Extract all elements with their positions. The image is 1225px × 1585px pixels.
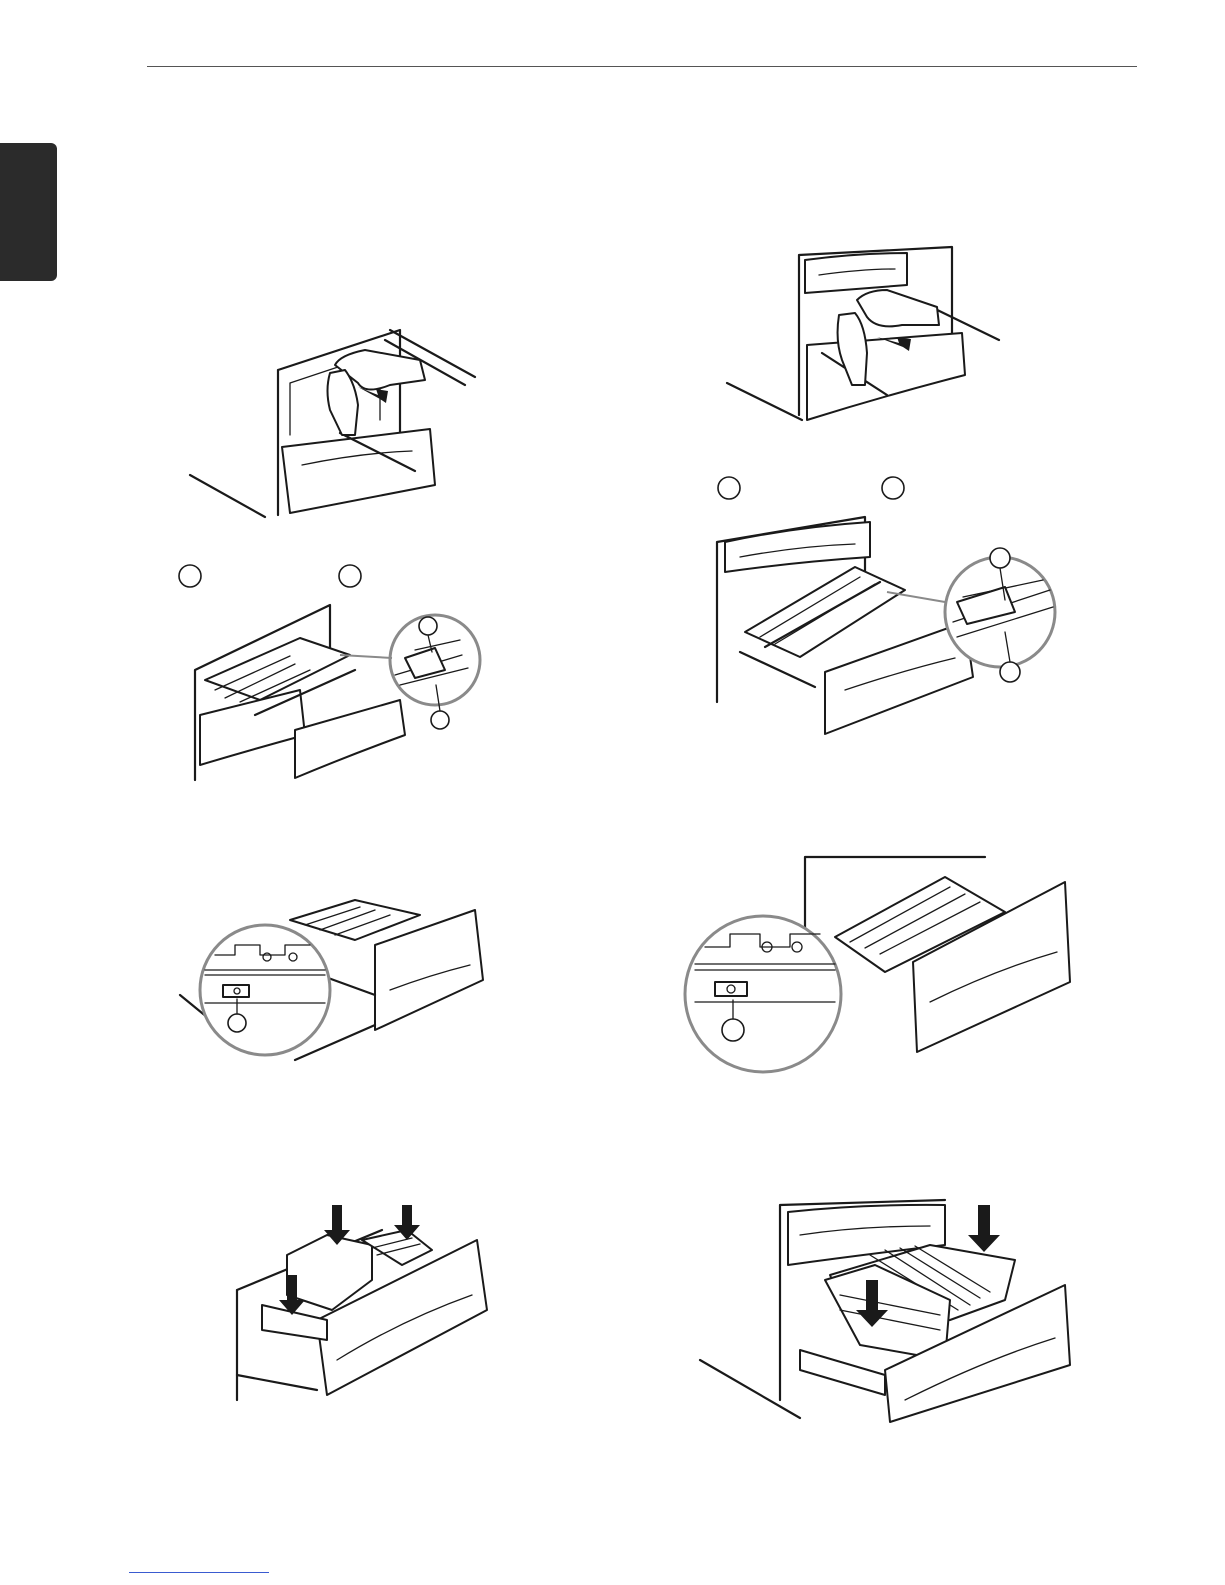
insert-bins-illustration — [700, 1200, 1075, 1425]
header-rule — [147, 66, 1137, 67]
callout-1 — [990, 548, 1010, 568]
figure-remove-basket-hand-left — [190, 325, 480, 520]
basket-top — [290, 900, 420, 940]
callout-1 — [722, 1019, 744, 1041]
figure-remove-basket-hand-right — [727, 245, 1007, 440]
step-marker-a — [718, 477, 740, 499]
detail-magnifier — [685, 916, 841, 1072]
step-marker-a — [179, 565, 201, 587]
rail-callout-illustration — [705, 472, 1065, 737]
callout-2 — [1000, 662, 1020, 682]
upper-drawer-front — [725, 522, 870, 572]
screw-callout-illustration — [175, 895, 495, 1075]
floor-line — [727, 383, 802, 420]
figure-screw-detail-right — [685, 852, 1075, 1077]
screw-slot — [715, 982, 747, 996]
insert-bins-illustration — [232, 1200, 497, 1400]
fridge-drawer-illustration — [727, 245, 1007, 440]
drawer-front-1 — [200, 690, 305, 765]
figure-insert-bins-left — [232, 1200, 497, 1400]
fridge-drawer-illustration — [190, 325, 480, 520]
step-marker-b — [882, 477, 904, 499]
rail-callout-illustration — [170, 560, 490, 785]
drawer-front-2 — [295, 700, 405, 778]
section-tab — [0, 143, 57, 281]
floor-line — [190, 475, 265, 517]
callout-1 — [228, 1014, 246, 1032]
figure-rail-detail-left — [170, 560, 490, 785]
step-marker-b — [339, 565, 361, 587]
figure-screw-detail-left — [175, 895, 495, 1075]
figure-insert-bins-right — [700, 1200, 1075, 1425]
upper-drawer-front — [805, 253, 907, 293]
callout-2 — [431, 711, 449, 729]
lower-drawer — [807, 333, 965, 420]
callout-1 — [419, 617, 437, 635]
screw-slot — [223, 985, 249, 997]
down-arrow-icon — [968, 1205, 1000, 1252]
hand-right — [857, 290, 939, 326]
drawer-front — [375, 910, 483, 1030]
detail-magnifier — [200, 925, 330, 1055]
screw-callout-illustration — [685, 852, 1075, 1077]
footer-link-underline[interactable] — [129, 1572, 269, 1573]
basket-in-drawer — [205, 638, 350, 700]
drawer-rail — [800, 1350, 885, 1395]
figure-rail-detail-right — [705, 472, 1065, 737]
